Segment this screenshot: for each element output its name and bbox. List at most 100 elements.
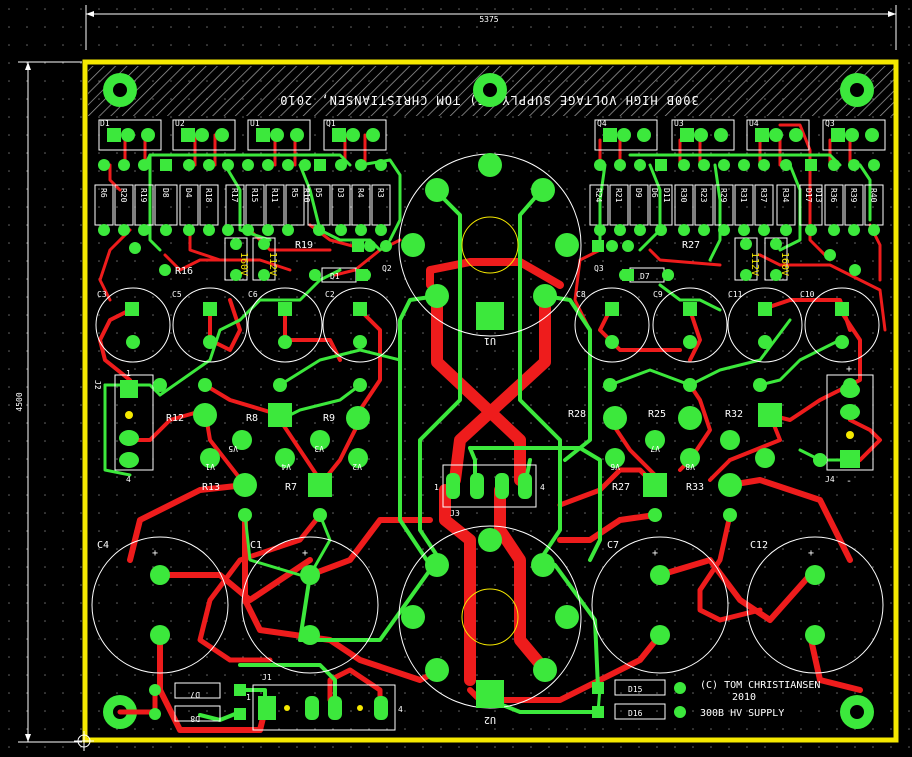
resistor-labels-right: R24 R21 D9 D6 D11 R30 R23 R29 R31 R37 R3…	[594, 188, 878, 203]
svg-text:D5: D5	[314, 188, 323, 198]
label-q2: Q2	[382, 264, 392, 273]
supply-label: 300B HV SUPPLY	[700, 708, 784, 719]
board-outline	[82, 59, 899, 743]
label-zener-4: 160V	[779, 252, 790, 276]
label-q3b: Q3	[594, 264, 604, 273]
label-c10: C10	[800, 290, 815, 299]
label-zener-1: 160V	[238, 252, 249, 276]
svg-text:D11: D11	[662, 188, 671, 203]
resistor-labels-left: R6 R20 R19 D8 D4 R18 R17 R15 R11 R5 R10 …	[99, 188, 385, 203]
label-c4-plus: +	[152, 548, 158, 559]
label-j1: J1	[262, 673, 272, 682]
label-r19: R19	[295, 240, 313, 251]
svg-text:R4: R4	[356, 188, 365, 198]
svg-text:D8: D8	[161, 188, 170, 198]
svg-text:R19: R19	[139, 188, 148, 203]
label-r12: R12	[166, 413, 184, 424]
svg-text:R24: R24	[594, 188, 603, 203]
svg-text:D13: D13	[814, 188, 823, 203]
label-r9: R9	[323, 413, 335, 424]
svg-text:D6: D6	[650, 188, 659, 198]
label-j1-pin1: 1	[246, 693, 251, 702]
svg-text:D3: D3	[336, 188, 345, 198]
label-c1-plus: +	[302, 548, 308, 559]
svg-text:R20: R20	[119, 188, 128, 203]
label-j4-plus: +	[846, 364, 852, 375]
label-v2: V2	[352, 462, 362, 471]
label-v3: V3	[314, 444, 324, 453]
svg-text:R17: R17	[230, 188, 239, 203]
component-labels: D1 U2 U1 Q1 Q4 U3 U4 Q3 R16 R19 D1 Q2 D7…	[93, 119, 852, 725]
label-j4-minus: -	[846, 476, 852, 487]
label-j2-pin4: 4	[126, 475, 131, 484]
label-r33: R33	[686, 482, 704, 493]
label-c2: C2	[325, 290, 335, 299]
label-r25: R25	[648, 409, 666, 420]
label-v1: V1	[205, 462, 215, 471]
svg-text:R37: R37	[759, 188, 768, 203]
svg-text:R18: R18	[204, 188, 213, 203]
dimension-left: 4500	[15, 61, 82, 743]
label-r16: R16	[175, 266, 193, 277]
svg-text:D4: D4	[184, 188, 193, 198]
label-j3-pin4: 4	[540, 483, 545, 492]
copyright-line2: 2010	[732, 692, 756, 703]
label-d7: D7	[640, 272, 650, 281]
copyright-line1: (C) TOM CHRISTIANSEN	[700, 680, 820, 691]
label-bottom-d8: D8	[190, 714, 200, 723]
label-c6: C6	[248, 290, 258, 299]
label-v5: V5	[228, 444, 238, 453]
label-c7: C7	[607, 540, 619, 551]
label-r8: R8	[246, 413, 258, 424]
svg-text:R5: R5	[290, 188, 299, 198]
svg-text:R15: R15	[250, 188, 259, 203]
svg-text:R34: R34	[781, 188, 790, 203]
svg-text:R31: R31	[739, 188, 748, 203]
label-c1: C1	[250, 540, 262, 551]
label-bottom-d7: D7	[190, 690, 200, 699]
svg-text:R36: R36	[829, 188, 838, 203]
label-u4: U4	[749, 119, 759, 128]
width-dimension-label: 5375	[479, 15, 498, 24]
label-u2: U2	[175, 119, 185, 128]
svg-text:R10: R10	[302, 188, 311, 203]
dimension-top: 5375	[85, 5, 897, 50]
label-zener-2: 112V	[267, 252, 278, 276]
label-u1: U1	[250, 119, 260, 128]
label-d16: D16	[628, 709, 643, 718]
label-r27: R27	[612, 482, 630, 493]
label-r7: R7	[285, 482, 297, 493]
label-d15: D15	[628, 685, 643, 694]
label-u3: U3	[674, 119, 684, 128]
svg-text:R6: R6	[99, 188, 108, 198]
label-q3: Q3	[825, 119, 835, 128]
label-j3-pin1: 1	[434, 483, 439, 492]
label-j2: J2	[93, 380, 102, 390]
svg-text:R29: R29	[719, 188, 728, 203]
label-c11: C11	[728, 290, 743, 299]
label-j2-pin1: 1	[126, 369, 131, 378]
svg-text:R30: R30	[679, 188, 688, 203]
label-v4: V4	[281, 462, 291, 471]
label-top-left-1: D1	[100, 119, 110, 128]
svg-text:R23: R23	[699, 188, 708, 203]
label-c12-plus: +	[808, 548, 814, 559]
label-d1: D1	[330, 272, 340, 281]
label-tube-u1: U1	[484, 335, 496, 346]
label-r13: R13	[202, 482, 220, 493]
svg-text:R3: R3	[376, 188, 385, 198]
label-c4: C4	[97, 540, 109, 551]
label-zener-3: 112V	[749, 252, 760, 276]
label-j4: J4	[825, 475, 835, 484]
height-dimension-label: 4500	[15, 392, 24, 411]
svg-text:D17: D17	[804, 188, 813, 203]
label-j1-pin4: 4	[398, 705, 403, 714]
svg-text:R21: R21	[614, 188, 623, 203]
label-v8: V8	[685, 462, 695, 471]
label-r27-top: R27	[682, 240, 700, 251]
label-v7: V7	[650, 444, 660, 453]
pads	[98, 128, 880, 720]
label-c12: C12	[750, 540, 768, 551]
svg-text:D9: D9	[634, 188, 643, 198]
